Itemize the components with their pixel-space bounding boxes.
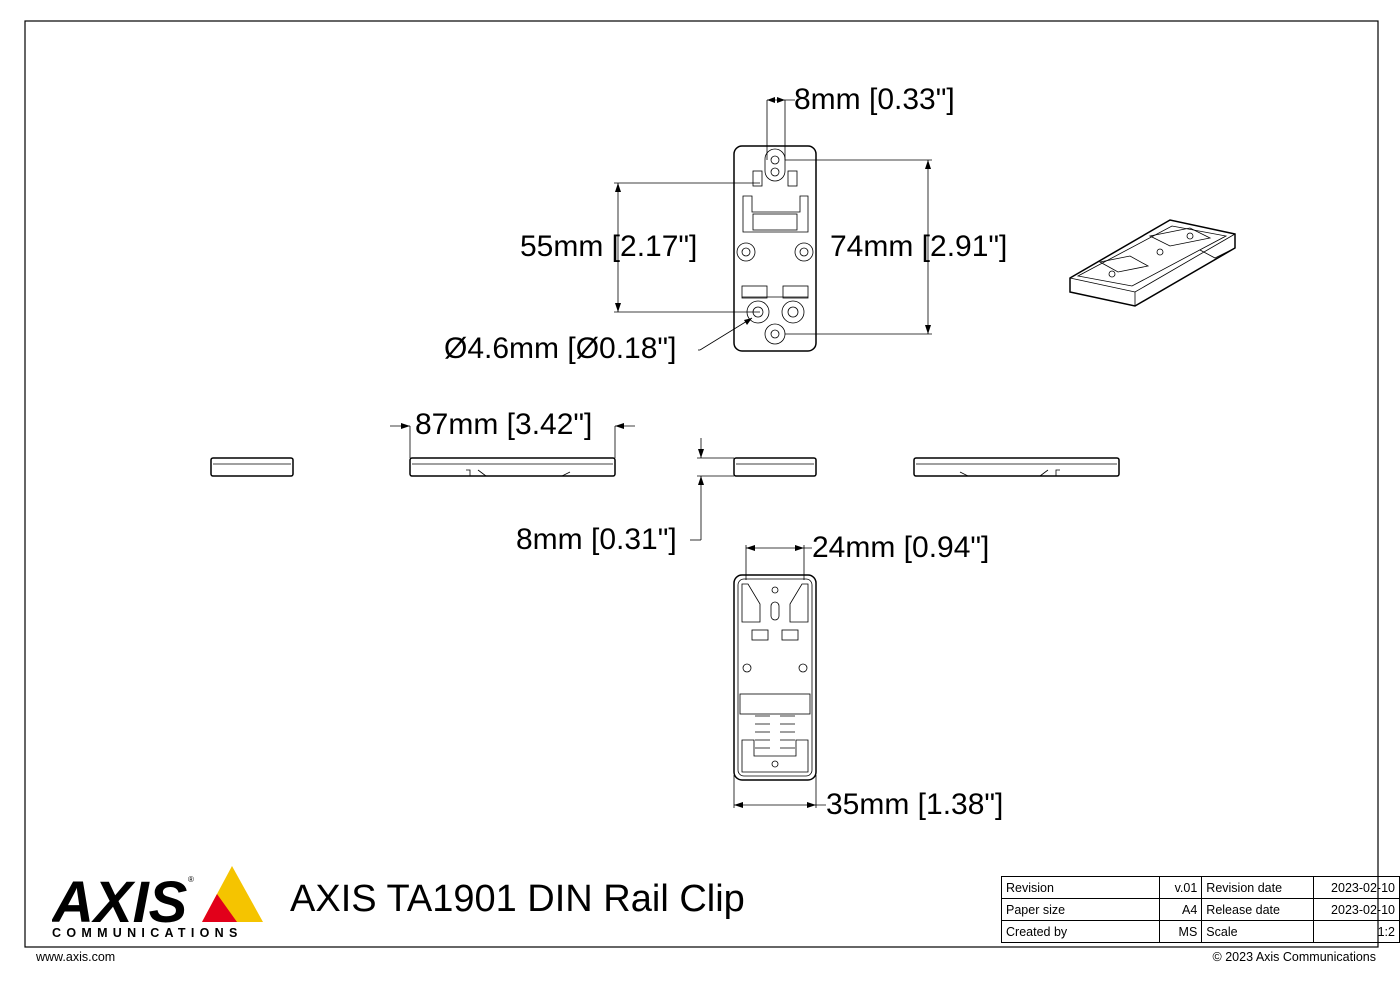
- dim-inner-width-lines: [745, 545, 812, 580]
- dim-length: 87mm [3.42"]: [415, 408, 592, 441]
- dim-hole-spacing: 8mm [0.33"]: [794, 83, 955, 116]
- release-date-label: Release date: [1201, 898, 1314, 921]
- scale-value: 1:2: [1312, 920, 1400, 943]
- logo-triangle-red-icon: [202, 894, 237, 922]
- title-block: Revision v.01 Revision date 2023-02-10 P…: [1001, 876, 1400, 943]
- revision-date-label: Revision date: [1201, 876, 1314, 899]
- logo-subtitle: COMMUNICATIONS: [52, 926, 243, 940]
- paper-size-label: Paper size: [1001, 898, 1160, 921]
- website-link[interactable]: www.axis.com: [36, 950, 116, 964]
- dim-length-lines: [390, 423, 635, 458]
- registered-mark-icon: ®: [188, 875, 194, 884]
- front-view: [733, 145, 817, 352]
- sheet-border: [24, 20, 1379, 948]
- release-date-value: 2023-02-10: [1312, 898, 1400, 921]
- dim-hole-diameter: Ø4.6mm [Ø0.18"]: [444, 332, 676, 365]
- end-view-center: [733, 457, 817, 477]
- title-block-row: Revision v.01 Revision date 2023-02-10: [1001, 876, 1400, 899]
- drawing-title: AXIS TA1901 DIN Rail Clip: [290, 878, 745, 920]
- logo-wordmark: AXIS: [52, 870, 188, 935]
- dim-total-width-lines: [733, 775, 826, 808]
- title-block-row: Created by MS Scale 1:2: [1001, 920, 1400, 943]
- dim-inner-height: 55mm [2.17"]: [520, 230, 697, 263]
- dim-inner-width: 24mm [0.94"]: [812, 531, 989, 564]
- title-block-row: Paper size A4 Release date 2023-02-10: [1001, 898, 1400, 921]
- dim-total-width: 35mm [1.38"]: [826, 788, 1003, 821]
- revision-value: v.01: [1158, 876, 1203, 899]
- dim-inner-height-lines: [614, 182, 760, 313]
- copyright-text: © 2023 Axis Communications: [1212, 950, 1376, 964]
- isometric-view: [1069, 219, 1236, 307]
- dim-total-height: 74mm [2.91"]: [830, 230, 1007, 263]
- axis-logo: AXIS ®: [52, 866, 263, 935]
- dim-thickness: 8mm [0.31"]: [516, 523, 677, 556]
- side-view-left: [409, 457, 616, 477]
- dim-total-height-lines: [785, 159, 932, 335]
- dim-thickness-lines: [690, 438, 734, 541]
- revision-date-value: 2023-02-10: [1312, 876, 1400, 899]
- dim-hole-spacing-lines: [766, 97, 795, 160]
- paper-size-value: A4: [1158, 898, 1203, 921]
- created-by-value: MS: [1158, 920, 1203, 943]
- end-view-left: [210, 457, 294, 477]
- created-by-label: Created by: [1001, 920, 1160, 943]
- back-view: [733, 574, 817, 781]
- dim-hole-diameter-lines: [698, 317, 753, 351]
- side-view-right: [913, 457, 1120, 477]
- scale-label: Scale: [1201, 920, 1314, 943]
- revision-label: Revision: [1001, 876, 1160, 899]
